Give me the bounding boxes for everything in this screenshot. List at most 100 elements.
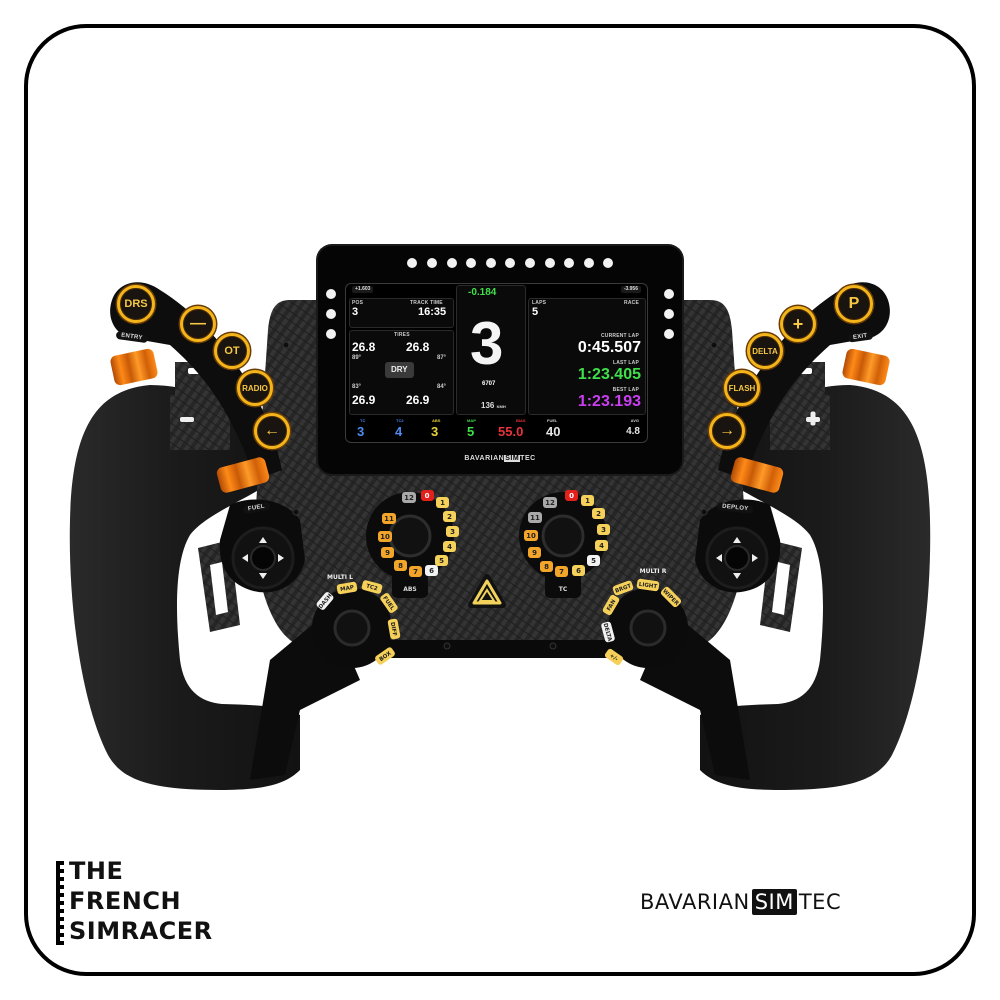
- tire-compound: DRY: [385, 362, 414, 378]
- svg-text:9: 9: [532, 549, 537, 557]
- speed-value: 136 KMH: [481, 401, 506, 410]
- track-time-value: 16:35: [418, 306, 447, 318]
- logo-line: FRENCH: [69, 887, 182, 915]
- svg-text:6: 6: [429, 567, 434, 575]
- svg-text:3: 3: [450, 528, 455, 536]
- laps-label: LAPS: [532, 300, 547, 306]
- fuel-label: FUEL: [547, 418, 558, 423]
- track-time-label: TRACK TIME: [410, 300, 443, 306]
- tire-rr-pressure: 26.9: [406, 393, 430, 407]
- pit-limiter-button[interactable]: P: [835, 285, 873, 323]
- rev-led: [545, 258, 555, 268]
- flag-led: [326, 329, 336, 339]
- last-lap-value: 1:23.405: [577, 366, 641, 383]
- svg-text:4: 4: [447, 543, 452, 551]
- current-lap-label: CURRENT LAP: [600, 333, 639, 339]
- rev-led: [407, 258, 417, 268]
- tire-rl-pressure: 26.9: [352, 393, 376, 407]
- back-button[interactable]: ←: [254, 413, 290, 449]
- tc2-value: 4: [395, 424, 403, 439]
- delta-right: -3.956: [620, 286, 641, 293]
- the-french-simracer-logo: THE FRENCH SIMRACER: [56, 857, 256, 952]
- minus-icon: —: [190, 315, 206, 332]
- svg-text:MULTI R: MULTI R: [640, 568, 667, 575]
- minus-button[interactable]: —: [180, 306, 216, 342]
- svg-text:FAN: FAN: [606, 598, 617, 612]
- multi-right-rotary-switch[interactable]: MULTI R DELTA FAN BRGT LIGHT WIPER +/-: [601, 568, 683, 666]
- center-logo-icon: [468, 574, 506, 608]
- laps-value: 5: [532, 306, 539, 318]
- flag-led: [664, 309, 674, 319]
- last-lap-label: LAST LAP: [612, 360, 639, 366]
- svg-text:LIGHT: LIGHT: [638, 582, 657, 591]
- pos-value: 3: [352, 306, 359, 318]
- flag-led: [326, 289, 336, 299]
- svg-text:1: 1: [440, 499, 445, 507]
- svg-text:+/-: +/-: [608, 653, 619, 663]
- rev-led: [603, 258, 613, 268]
- tc-label: TC: [360, 418, 366, 423]
- delta-center: -0.184: [468, 287, 497, 298]
- flag-led: [326, 309, 336, 319]
- delta-left: +1.603: [352, 286, 374, 293]
- svg-text:2: 2: [596, 510, 601, 518]
- pos-panel: [349, 298, 454, 328]
- svg-text:MULTI L: MULTI L: [327, 574, 353, 581]
- forward-button[interactable]: →: [709, 413, 745, 449]
- plus-button[interactable]: +: [780, 306, 816, 342]
- svg-text:0: 0: [425, 492, 430, 500]
- tire-fl-pressure: 26.8: [352, 340, 376, 354]
- rev-led: [427, 258, 437, 268]
- abs-rotary-switch[interactable]: 0 1 2 3 4 5 6 7 8 9 10 11 12 ABS: [378, 490, 459, 593]
- best-lap-value: 1:23.193: [577, 393, 641, 410]
- flash-button[interactable]: FLASH: [724, 370, 760, 406]
- svg-text:3: 3: [601, 526, 606, 534]
- ot-button[interactable]: OT: [214, 333, 250, 369]
- arrow-right-icon: →: [719, 422, 735, 439]
- current-lap-value: 0:45.507: [577, 339, 641, 356]
- drs-button[interactable]: DRS: [117, 285, 155, 323]
- delta-button[interactable]: DELTA: [747, 333, 783, 369]
- display-brand-logo: BAVARIANSIMTEC: [464, 455, 536, 462]
- svg-text:0: 0: [569, 492, 574, 500]
- rev-led: [564, 258, 574, 268]
- map-label: MAP: [467, 418, 476, 423]
- tire-fl-temp: 89°: [352, 355, 362, 361]
- svg-text:6: 6: [576, 567, 581, 575]
- arrow-left-icon: ←: [264, 422, 280, 439]
- bias-label: BIAS: [516, 418, 526, 423]
- svg-text:5: 5: [591, 557, 596, 565]
- logo-line: SIMRACER: [69, 917, 213, 945]
- left-top-encoder: [110, 348, 158, 386]
- rev-led: [505, 258, 515, 268]
- avg-label: AVG: [630, 418, 639, 423]
- svg-text:12: 12: [404, 494, 414, 502]
- rev-led: [466, 258, 476, 268]
- svg-text:7: 7: [559, 568, 564, 576]
- svg-text:7: 7: [413, 568, 418, 576]
- svg-text:11: 11: [384, 515, 394, 523]
- tc2-label: TC2: [396, 418, 404, 423]
- bias-value: 55.0: [498, 424, 524, 439]
- tire-fr-temp: 87°: [437, 355, 447, 361]
- pos-label: POS: [352, 300, 364, 306]
- rev-led: [447, 258, 457, 268]
- svg-text:BRGT: BRGT: [615, 583, 633, 594]
- tc-rotary-switch[interactable]: 0 1 2 3 4 5 6 7 8 9 10 11 12 TC: [524, 490, 610, 593]
- svg-text:9: 9: [385, 549, 390, 557]
- checkered-flag-icon: [56, 861, 64, 945]
- tire-rr-temp: 84°: [437, 384, 447, 390]
- svg-text:4: 4: [599, 542, 604, 550]
- lcd-screen: +1.603 -3.956 POS 3 TRACK TIME 16:35 TIR…: [345, 283, 648, 443]
- svg-text:TC: TC: [559, 586, 568, 593]
- rev-led: [584, 258, 594, 268]
- rev-led: [525, 258, 535, 268]
- avg-value: 4.8: [626, 426, 640, 437]
- radio-button[interactable]: RADIO: [237, 370, 273, 406]
- tire-rl-temp: 83°: [352, 384, 362, 390]
- tc-value: 3: [357, 424, 365, 439]
- rpm-value: 6707: [482, 381, 496, 387]
